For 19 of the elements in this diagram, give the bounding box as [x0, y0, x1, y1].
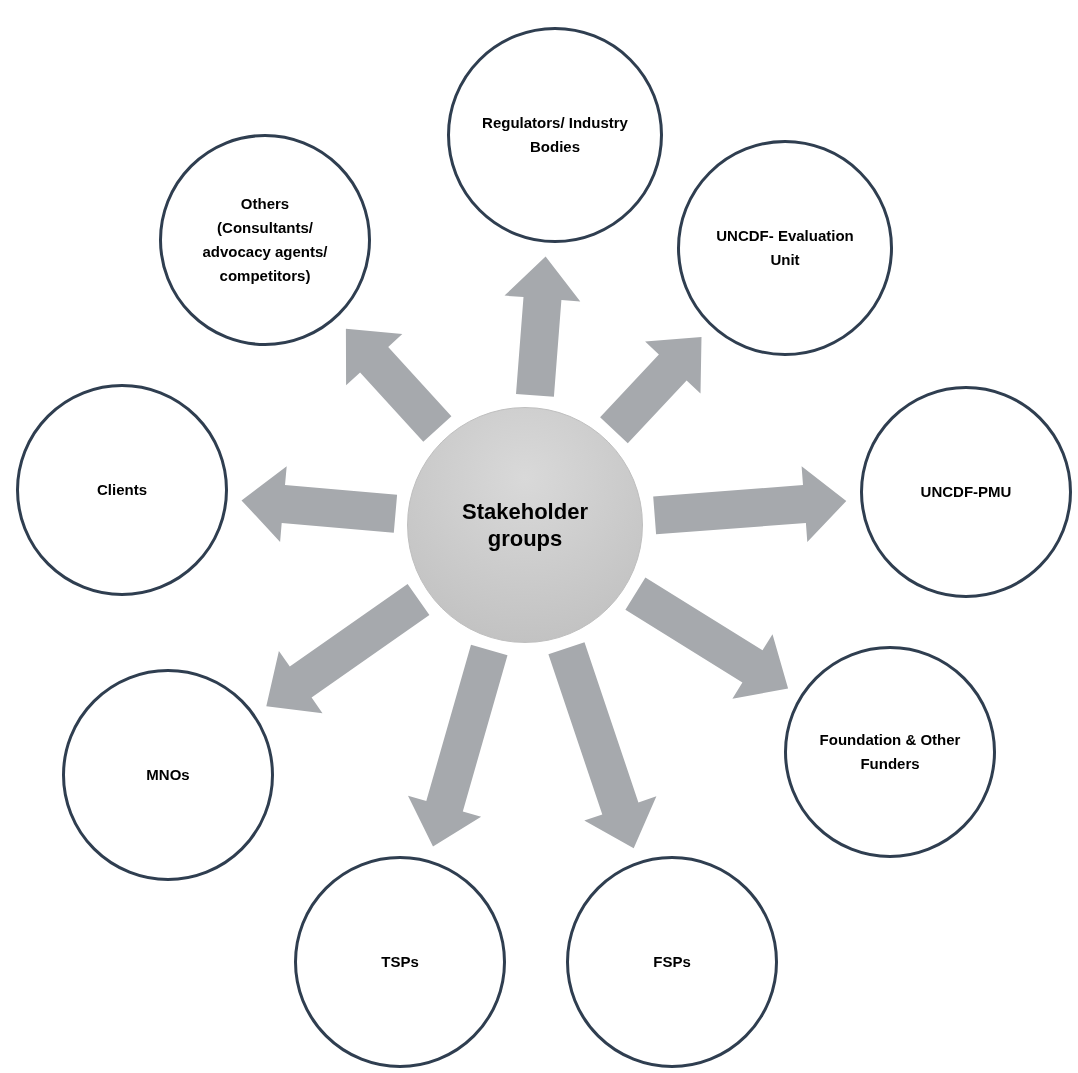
block-arrow: [266, 584, 430, 714]
node-label: FSPs: [652, 952, 692, 972]
block-arrow: [408, 644, 508, 847]
block-arrow: [600, 337, 702, 444]
block-arrow: [548, 642, 657, 849]
node-label: Clients: [96, 480, 148, 500]
block-arrow: [345, 328, 452, 442]
block-arrow: [241, 466, 398, 542]
block-arrow: [625, 577, 789, 699]
node-label: UNCDF- Evaluation Unit: [715, 226, 855, 270]
node-label: TSPs: [380, 952, 420, 972]
node-label: Stakeholder groups: [461, 497, 589, 553]
node-label: MNOs: [145, 765, 191, 785]
node-label: Others (Consultants/ advocacy agents/ competitors): [201, 194, 329, 286]
block-arrow: [653, 466, 847, 542]
node-label: Foundation & Other Funders: [818, 730, 962, 774]
block-arrow: [504, 256, 581, 397]
node-label: Regulators/ Industry Bodies: [481, 113, 629, 157]
node-label: UNCDF-PMU: [919, 482, 1013, 502]
